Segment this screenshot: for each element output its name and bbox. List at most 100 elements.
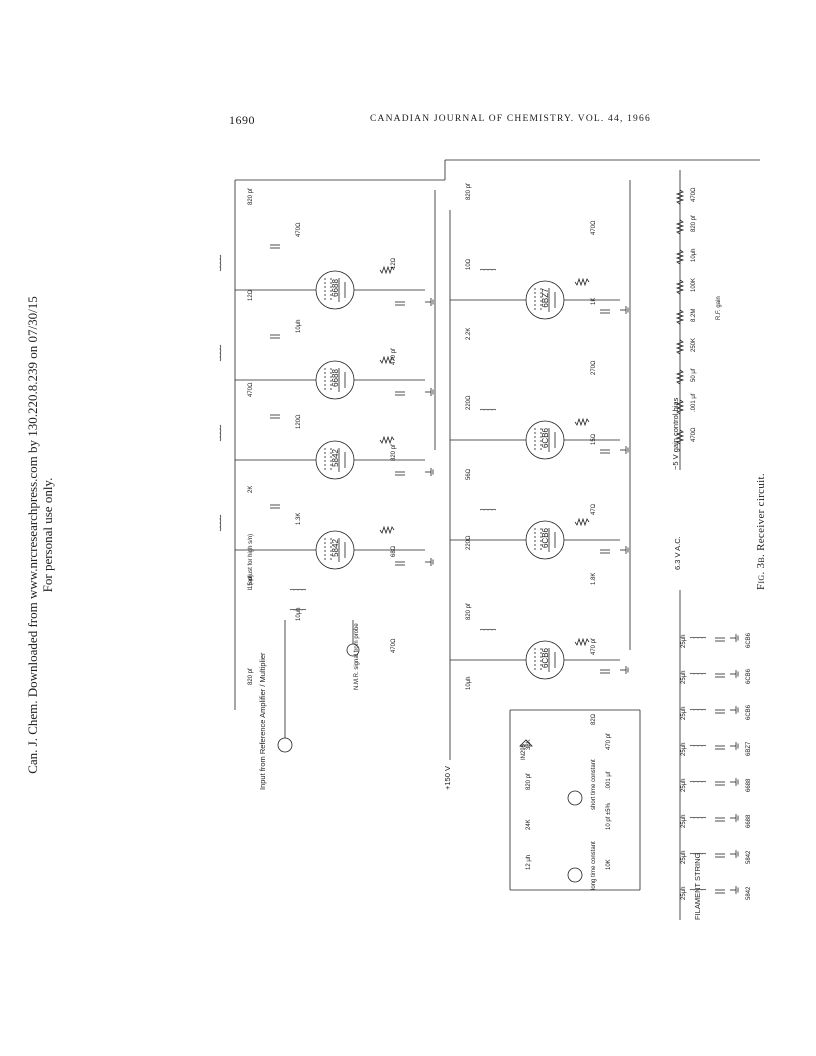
bypass-cap: [395, 471, 405, 476]
figure-caption: Fig. 3b. Receiver circuit.: [755, 473, 767, 590]
ground-symbol: [730, 670, 739, 678]
component-label: 470Ω: [691, 427, 697, 442]
ground-symbol: [425, 298, 434, 306]
ground-symbol: [425, 468, 434, 476]
diode-symbol: [519, 739, 533, 747]
nmr-signal-label: N.M.R. signal from probe: [354, 623, 360, 690]
bias-resistor: [675, 369, 685, 385]
filament-cap: [715, 637, 725, 642]
ground-symbol: [620, 546, 629, 554]
component-label: 8.2M: [691, 309, 697, 322]
component-label: 470Ω: [296, 222, 302, 237]
if-transformer: [479, 508, 497, 511]
rf-gain-label: R.F. gain: [716, 296, 722, 320]
ground-symbol: [425, 388, 434, 396]
component-label: 10μh: [296, 608, 302, 621]
bias-resistor: [675, 189, 685, 205]
bias-resistor: [675, 309, 685, 325]
tube-label: 6CB6: [541, 427, 550, 448]
component-label: 47Ω: [591, 503, 597, 515]
component-label: .001 μf: [691, 393, 697, 412]
component-label: 56Ω: [466, 468, 472, 480]
tube-6688-2: 6688: [315, 360, 355, 400]
coupling-cap: [270, 414, 280, 419]
if-transformer: [479, 408, 497, 411]
ground-symbol: [730, 850, 739, 858]
ground-symbol: [620, 306, 629, 314]
component-label: 820 pf: [466, 183, 472, 200]
ground-symbol: [730, 706, 739, 714]
component-label: 33K: [526, 739, 532, 750]
long-time-jack: [567, 867, 583, 883]
short-time-label: short time constant: [591, 759, 597, 810]
page-number: 1690: [229, 113, 255, 127]
tube-6CB6-3: 6CB6: [525, 520, 565, 560]
component-label: 2K: [248, 486, 254, 493]
tube-6CB6-4: 6CB6: [525, 640, 565, 680]
filament-choke-label: 25μh: [681, 779, 687, 792]
plate-resistor: [379, 525, 395, 535]
input-transformer-secondary: [289, 608, 307, 611]
component-label: 100K: [691, 278, 697, 292]
bypass-cap: [395, 301, 405, 306]
ground-symbol: [730, 742, 739, 750]
filament-choke-label: 25μh: [681, 707, 687, 720]
coupling-cap: [270, 334, 280, 339]
component-label: 470 pf: [606, 733, 612, 750]
tube-label: 6688: [331, 279, 340, 297]
tube-5842-3: 5842: [315, 440, 355, 480]
filament-choke-label: 25μh: [681, 743, 687, 756]
filament-tube-label: 6CB6: [746, 704, 752, 720]
filament-choke: [689, 816, 707, 819]
filament-choke: [689, 744, 707, 747]
component-label: 270Ω: [591, 360, 597, 375]
schematic-wires: [234, 159, 760, 920]
component-label: 12Ω: [391, 257, 397, 269]
filament-cap: [715, 709, 725, 714]
input-label: Input from Reference Amplifier / Multipl…: [258, 652, 267, 790]
bypass-cap: [395, 561, 405, 566]
tube-label: 6CB6: [541, 527, 550, 548]
filament-tube-label: 6688: [746, 814, 752, 828]
filament-tube-label: 5842: [746, 886, 752, 900]
bypass-cap: [600, 309, 610, 314]
input-jack: [277, 737, 293, 753]
if-transformer: [479, 628, 497, 631]
component-label: 250K: [691, 338, 697, 352]
ground-symbol: [730, 634, 739, 642]
cathode-resistor: [574, 277, 590, 287]
bypass-cap: [395, 391, 405, 396]
cathode-resistor: [574, 417, 590, 427]
plate-resistor: [379, 355, 395, 365]
figure-caption-text: Receiver circuit.: [755, 473, 767, 551]
filament-cap: [715, 781, 725, 786]
bypass-cap: [600, 449, 610, 454]
filament-choke: [689, 636, 707, 639]
component-label: 1K: [591, 298, 597, 305]
inter-stage-coil: [219, 254, 222, 272]
component-label: 2.2K: [466, 328, 472, 340]
component-label: 12Ω: [248, 289, 254, 301]
component-label: 1.3K: [296, 513, 302, 525]
filament-cap: [715, 817, 725, 822]
filament-cap: [715, 673, 725, 678]
component-label: 10μh: [466, 677, 472, 690]
input-transformer-primary: [289, 588, 307, 591]
bias-resistor: [675, 399, 685, 415]
diode-label: IN295: [521, 743, 527, 760]
bias-voltage-label: −5 V gain control bias: [671, 397, 680, 470]
coil-adjust-label: L (adjust for high s/n): [248, 534, 254, 590]
filament-tube-label: 6CB6: [746, 632, 752, 648]
filament-label: FILAMENT STRING: [693, 852, 702, 920]
ground-symbol: [620, 446, 629, 454]
filament-choke: [689, 672, 707, 675]
filament-choke-label: 25μh: [681, 671, 687, 684]
tube-6CB6-2: 6CB6: [525, 420, 565, 460]
filament-cap: [715, 745, 725, 750]
component-label: .001 μf: [606, 771, 612, 790]
component-label: 470Ω: [391, 638, 397, 653]
